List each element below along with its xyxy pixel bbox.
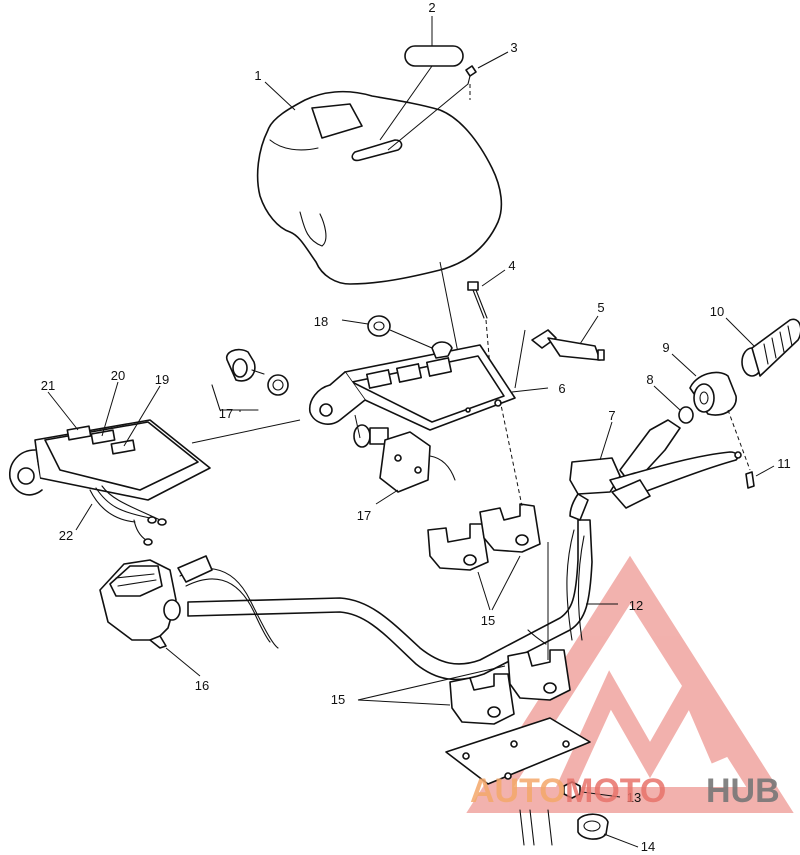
watermark-auto: AUTO (470, 772, 566, 810)
leader-20 (101, 381, 119, 437)
callout-15-lower: 15 (331, 692, 345, 707)
part-13-nut (563, 781, 581, 799)
watermark-hub: HUB (706, 772, 780, 810)
leader-10 (725, 317, 755, 347)
leader-3 (477, 51, 509, 69)
part-22-wire-harness (89, 485, 167, 546)
part-21-20-19-switch-housing (9, 419, 211, 501)
leader-7 (599, 421, 613, 461)
callout-21: 21 (41, 378, 55, 393)
part-7-master-cylinder (569, 419, 742, 521)
part-14-clamp (577, 813, 609, 840)
part-5-switch (531, 329, 605, 361)
callout-10: 10 (710, 304, 724, 319)
leader-13 (581, 791, 621, 798)
part-2-lens (404, 45, 464, 67)
leader-1 (264, 81, 296, 111)
part-12-handlebar (187, 519, 593, 681)
part-10-grip (741, 318, 800, 377)
callout-17-center: 17 (357, 508, 371, 523)
leader-18 (341, 319, 369, 325)
leader-9 (671, 353, 697, 377)
leader-4 (481, 269, 506, 287)
watermark-text: AUTO MOTO HUB (470, 772, 780, 810)
leader-22 (75, 503, 93, 531)
watermark-moto: MOTO (565, 772, 666, 810)
part-16-left-control (99, 555, 279, 649)
callout-3: 3 (510, 40, 517, 55)
callout-8: 8 (646, 372, 653, 387)
callout-1: 1 (254, 68, 261, 83)
part-8-spacer (678, 406, 694, 424)
leader-21 (47, 391, 79, 431)
callout-7: 7 (608, 408, 615, 423)
callout-15-upper: 15 (481, 613, 495, 628)
callout-20: 20 (111, 368, 125, 383)
part-17-switch-left (225, 348, 289, 396)
callout-14: 14 (641, 839, 655, 854)
callout-19: 19 (155, 372, 169, 387)
part-9-throttle-housing (689, 371, 737, 416)
callout-9: 9 (662, 340, 669, 355)
leader-19 (123, 385, 161, 447)
part-17-switch-center (353, 424, 456, 493)
callout-22: 22 (59, 528, 73, 543)
callout-4: 4 (508, 258, 515, 273)
callout-13: 13 (627, 790, 641, 805)
part-6-bracket (308, 341, 516, 431)
callout-12: 12 (629, 598, 643, 613)
callout-6: 6 (558, 381, 565, 396)
callout-16: 16 (195, 678, 209, 693)
leader-6 (511, 387, 549, 393)
leader-11 (755, 465, 775, 477)
callout-5: 5 (597, 300, 604, 315)
callout-2: 2 (428, 0, 435, 15)
part-15-clamps-lower (449, 649, 571, 725)
part-4-bolt (467, 281, 488, 319)
callout-18: 18 (314, 314, 328, 329)
leader-8 (653, 385, 681, 411)
leader-17b (375, 489, 399, 505)
part-15-clamps-upper (427, 503, 541, 571)
callout-17-left: 17 (219, 406, 233, 421)
handlebar-mount-plate (445, 717, 591, 846)
part-11-screw (745, 471, 755, 489)
leader-16 (165, 647, 201, 677)
part-18-grommet (367, 315, 391, 337)
leader-14 (603, 833, 639, 848)
part-1-hood-cover (256, 90, 503, 285)
callout-11: 11 (777, 456, 791, 471)
part-3-screw (465, 65, 477, 85)
leader-5 (579, 315, 599, 345)
